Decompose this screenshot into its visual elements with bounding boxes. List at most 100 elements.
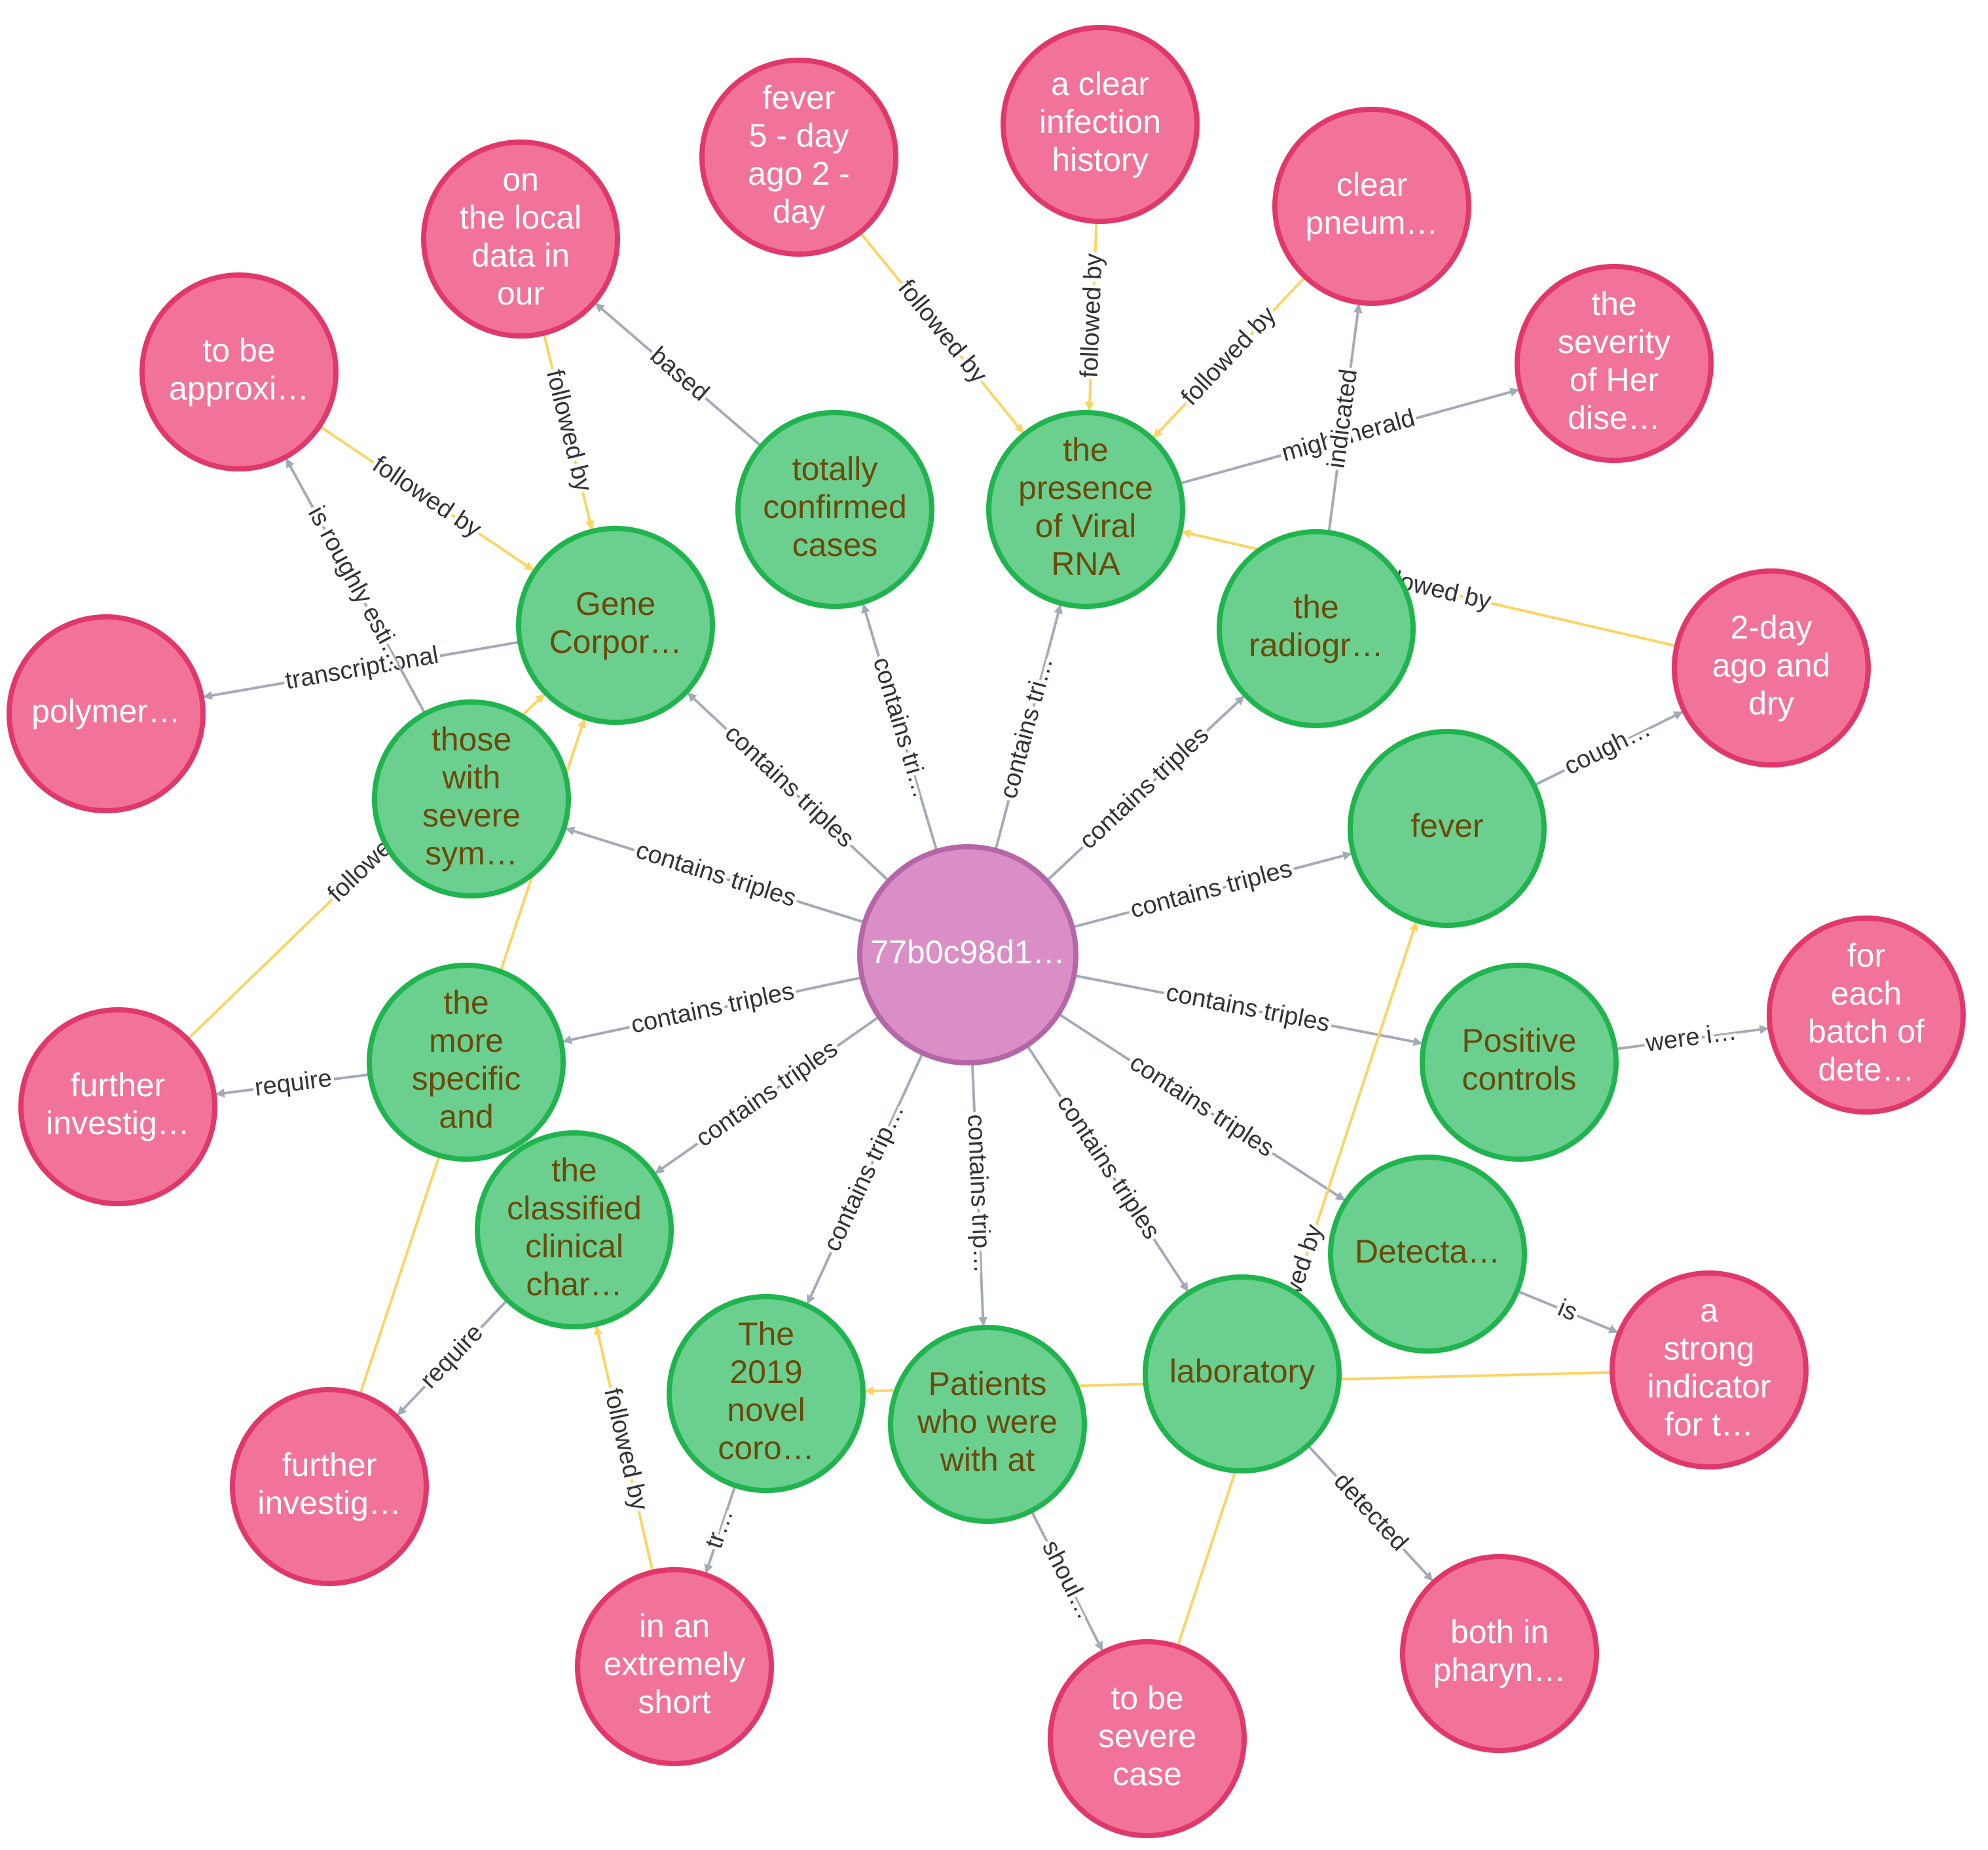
node-classified[interactable]: theclassifiedclinicalchar… xyxy=(475,1130,674,1329)
node-center[interactable]: 77b0c98d1… xyxy=(857,844,1078,1065)
node-those[interactable]: thosewithseveresym… xyxy=(372,699,571,898)
edge-center-classified[interactable] xyxy=(654,1015,880,1174)
node-circle[interactable] xyxy=(1515,264,1714,463)
node-circle[interactable] xyxy=(18,1007,217,1206)
node-circle[interactable] xyxy=(1001,25,1200,224)
edge-center-patients[interactable] xyxy=(970,1062,988,1327)
node-bothin[interactable]: both inpharyn… xyxy=(1400,1554,1599,1753)
node-circle[interactable] xyxy=(857,844,1078,1065)
edge-center-laboratory[interactable] xyxy=(1025,1044,1189,1292)
edge-center-totally[interactable] xyxy=(861,603,938,852)
node-laboratory[interactable]: laboratory xyxy=(1143,1274,1342,1473)
node-circle[interactable] xyxy=(1348,729,1547,928)
edge-classified-further2[interactable] xyxy=(397,1299,509,1416)
node-novel[interactable]: The2019novelcoro… xyxy=(667,1294,866,1493)
node-approxi[interactable]: to beapproxi… xyxy=(139,272,339,472)
node-circle[interactable] xyxy=(372,699,571,898)
edge-laboratory-bothin[interactable] xyxy=(1306,1444,1433,1582)
edge-center-gene[interactable] xyxy=(687,692,890,882)
edge-presence-severity[interactable] xyxy=(1179,387,1520,485)
edge-label: based xyxy=(645,342,714,407)
edge-positive-foreach[interactable] xyxy=(1615,1025,1769,1051)
edge-tobesev-fever_g[interactable] xyxy=(1176,921,1418,1648)
edge-clearpn-presence[interactable] xyxy=(1152,276,1306,438)
node-circle[interactable] xyxy=(230,1387,429,1586)
node-circle[interactable] xyxy=(1328,1155,1527,1354)
edge-fever_g-twoday[interactable] xyxy=(1533,711,1684,787)
edge-center-radiogr[interactable] xyxy=(1046,695,1245,882)
node-label: infection xyxy=(1039,103,1161,140)
node-circle[interactable] xyxy=(735,410,934,609)
edge-label: contains triples xyxy=(1128,855,1295,923)
edge-those-approxi[interactable] xyxy=(285,458,426,714)
node-gene[interactable]: GeneCorpor… xyxy=(516,526,715,725)
node-circle[interactable] xyxy=(1672,568,1871,768)
node-polymer[interactable]: polymer… xyxy=(7,614,206,813)
edge-approxi-gene[interactable] xyxy=(318,424,534,571)
edge-clearinf-presence[interactable] xyxy=(1085,221,1098,412)
node-radiogr[interactable]: theradiogr… xyxy=(1217,529,1416,728)
edge-center-morespec[interactable] xyxy=(562,976,863,1045)
node-circle[interactable] xyxy=(986,410,1185,609)
edge-center-detecta[interactable] xyxy=(1058,1012,1346,1201)
node-label: 5 - day xyxy=(749,117,849,154)
node-fever_g[interactable]: fever xyxy=(1348,729,1547,928)
edge-fever5-presence[interactable] xyxy=(858,231,1024,434)
node-circle[interactable] xyxy=(1400,1554,1599,1753)
node-circle[interactable] xyxy=(475,1130,674,1329)
edge-center-positive[interactable] xyxy=(1073,974,1423,1046)
edge-center-fever_g[interactable] xyxy=(1072,851,1352,929)
node-further2[interactable]: furtherinvestig… xyxy=(230,1387,429,1586)
edge-onlocal-gene[interactable] xyxy=(542,333,595,530)
node-circle[interactable] xyxy=(1143,1274,1342,1473)
node-circle[interactable] xyxy=(575,1567,774,1766)
node-circle[interactable] xyxy=(139,272,339,472)
edge-gene-polymer[interactable] xyxy=(202,640,521,700)
node-circle[interactable] xyxy=(667,1294,866,1493)
edge-radiogr-clearpn[interactable] xyxy=(1327,303,1363,533)
node-label: of Viral xyxy=(1035,508,1137,544)
edge-totally-onlocal[interactable] xyxy=(595,303,763,447)
edge-center-those[interactable] xyxy=(565,826,866,924)
node-circle[interactable] xyxy=(516,526,715,725)
edge-patients-tobesev[interactable] xyxy=(1030,1510,1103,1652)
node-circle[interactable] xyxy=(7,614,206,813)
edge-extremely-classified[interactable] xyxy=(593,1325,654,1573)
node-circle[interactable] xyxy=(367,963,566,1162)
node-circle[interactable] xyxy=(888,1325,1087,1524)
node-detecta[interactable]: Detecta… xyxy=(1328,1155,1527,1354)
node-circle[interactable] xyxy=(699,58,898,257)
node-label: further xyxy=(71,1067,166,1103)
node-clearpn[interactable]: clearpneum… xyxy=(1272,107,1471,306)
node-circle[interactable] xyxy=(1610,1270,1809,1470)
edge-label: contains triples xyxy=(720,720,860,853)
node-circle[interactable] xyxy=(1048,1639,1247,1838)
node-further1[interactable]: furtherinvestig… xyxy=(18,1007,217,1206)
node-circle[interactable] xyxy=(1420,963,1619,1162)
node-label: for t… xyxy=(1665,1406,1754,1443)
edge-morespec-further1[interactable] xyxy=(215,1073,371,1098)
edge-center-presence[interactable] xyxy=(994,604,1063,851)
edge-detecta-strong[interactable] xyxy=(1517,1289,1619,1334)
node-circle[interactable] xyxy=(421,139,620,339)
edge-center-novel[interactable] xyxy=(806,1052,924,1304)
edge-novel-extremely[interactable] xyxy=(704,1485,737,1574)
node-circle[interactable] xyxy=(1767,916,1966,1115)
node-circle[interactable] xyxy=(1217,529,1416,728)
node-circle[interactable] xyxy=(1272,107,1471,306)
node-label: The xyxy=(738,1316,794,1352)
